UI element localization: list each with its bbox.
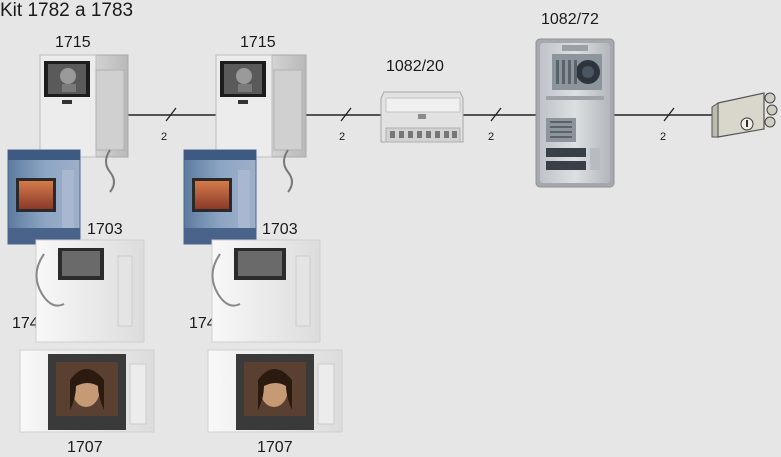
label-1715-b: 1715 xyxy=(240,34,276,51)
monitor-1707-a xyxy=(19,349,155,433)
label-1707-a: 1707 xyxy=(67,439,103,456)
wire-count-3: 2 xyxy=(488,131,495,143)
door-key-icon xyxy=(740,117,754,131)
lock-icon xyxy=(711,92,778,138)
monitor-1740-a xyxy=(35,239,145,343)
diagram-title: Kit 1782 a 1783 xyxy=(0,0,134,21)
label-1715-a: 1715 xyxy=(55,34,91,51)
label-1707-b: 1707 xyxy=(257,439,293,456)
monitor-1703-a xyxy=(7,149,81,245)
monitor-1740-b xyxy=(211,239,321,343)
label-1082-20: 1082/20 xyxy=(386,58,444,75)
monitor-1707-b xyxy=(207,349,343,433)
monitor-1715-a xyxy=(39,54,129,193)
label-1082-72: 1082/72 xyxy=(541,11,599,28)
door-panel-1082-72 xyxy=(535,38,615,188)
monitor-1703-b xyxy=(183,149,257,245)
monitor-1715-b xyxy=(215,54,307,193)
wire-count-1: 2 xyxy=(161,131,168,143)
label-1703-a: 1703 xyxy=(87,221,123,238)
wire-count-4: 2 xyxy=(660,131,667,143)
label-1703-b: 1703 xyxy=(262,221,298,238)
wire-count-2: 2 xyxy=(339,131,346,143)
wire-slash-marks xyxy=(165,107,675,122)
power-supply-1082-20 xyxy=(380,91,464,143)
